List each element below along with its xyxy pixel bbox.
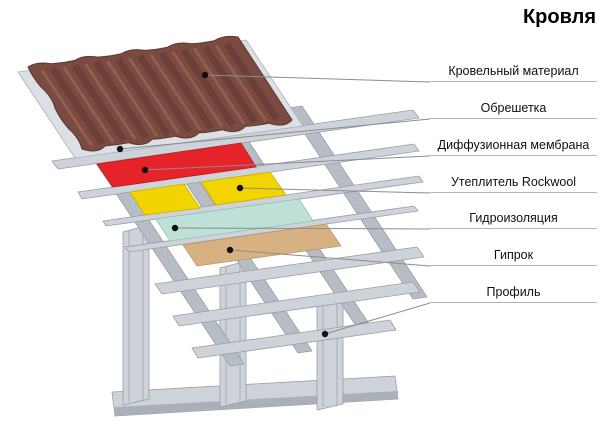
callout-dot-roofing-material [201, 71, 209, 79]
profile-rail [172, 281, 421, 327]
callout-dot-waterproofing [171, 224, 179, 232]
post [316, 295, 344, 411]
callout-label-roofing-material: Кровельный материал [430, 64, 597, 82]
callout-dot-gyprock [226, 246, 234, 254]
callout-label-membrane: Диффузионная мембрана [430, 138, 597, 156]
callout-dot-profile [321, 330, 329, 338]
callout-label-gyprock: Гипрок [430, 248, 597, 266]
gyprock-layer [182, 223, 342, 267]
diagram-title: Кровля [522, 6, 596, 28]
callout-label-waterproofing: Гидроизоляция [430, 211, 597, 229]
profile-rail [102, 175, 424, 227]
profile-rail [191, 319, 397, 359]
waterproofing-layer [155, 198, 314, 242]
callout-label-profile: Профиль [430, 285, 597, 303]
leader-profile [324, 302, 431, 335]
membrane-layer [96, 142, 257, 188]
leader-lathing [119, 118, 431, 150]
callout-label-lathing: Обрешетка [430, 101, 597, 119]
callout-dot-membrane [141, 166, 149, 174]
callout-dot-insulation [236, 184, 244, 192]
vertical-posts [122, 224, 344, 411]
profile-rails [51, 109, 425, 359]
callout-label-insulation: Утеплитель Rockwool [430, 175, 597, 193]
post [122, 224, 150, 406]
profile-rail [124, 205, 419, 253]
leader-waterproofing [174, 227, 431, 230]
callout-dot-lathing [116, 145, 124, 153]
leader-insulation [239, 187, 431, 194]
callout-dots [116, 71, 329, 338]
insulation-board [129, 183, 201, 216]
corrugation-stripes [40, 42, 280, 147]
profile-rail [77, 143, 420, 200]
leader-gyprock [229, 249, 431, 267]
profile-rail [154, 246, 425, 295]
leader-roofing-material [204, 74, 431, 83]
leader-lines [119, 74, 431, 335]
leader-membrane [144, 155, 431, 171]
